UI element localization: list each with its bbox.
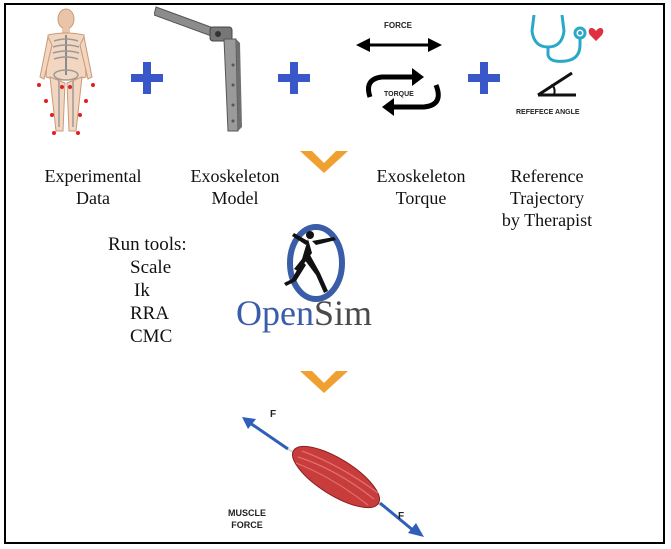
run-tool-item: Scale [130,257,172,278]
plus-icon [468,62,500,94]
muscle-force-icon [242,417,424,537]
opensim-wordmark: OpenSim [236,293,373,333]
torque-rotation-icon [366,68,441,116]
plus-icon [131,62,163,94]
double-arrow-icon [356,38,442,52]
torque-icon-label: TORQUE [384,91,414,98]
exoskeleton-model-icon [154,6,242,132]
angle-icon [537,71,576,97]
exoskeleton-model-label: Exoskeleton Model [190,166,280,208]
human-skeleton-icon [37,8,95,135]
muscle-force-label: MUSCLE FORCE [228,508,266,530]
run-tools-heading: Run tools: [108,234,187,255]
force-icon-label: FORCE [384,21,412,30]
run-tool-item: RRA [130,303,170,324]
run-tool-item: CMC [130,326,173,347]
exoskeleton-torque-label: Exoskeleton Torque [376,166,466,208]
experimental-data-label: Experimental Data [44,166,142,208]
plus-icon [278,62,310,94]
reference-angle-icon-label: REFEFECE ANGLE [516,109,580,116]
reference-trajectory-label: Reference Trajectory by Therapist [501,166,593,230]
chevron-down-icon [300,151,348,173]
run-tools-list: Run tools: Scale Ik RRA CMC [108,233,187,348]
force-top-label: F [270,409,277,420]
stethoscope-icon [530,14,604,63]
chevron-down-icon [300,371,348,393]
force-bottom-label: F [398,511,405,522]
opensim-logo [284,224,345,302]
diagram-frame: FORCE TORQUE REFEFECE ANGLE Experimental… [4,3,665,544]
run-tool-item: Ik [134,280,150,301]
